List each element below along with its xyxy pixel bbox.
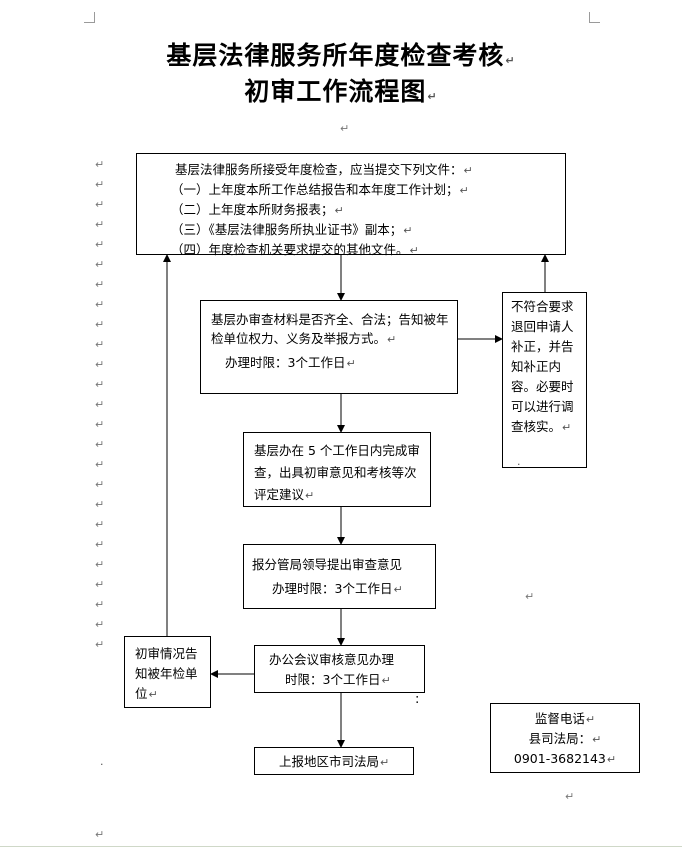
initial-review-box: 基层办在 5 个工作日内完成审查，出具初审意见和考核等次评定建议↵	[243, 432, 431, 507]
reject-return-box: 不符合要求退回申请人补正，并告知补正内容。必要时可以进行调查核实。↵	[502, 292, 587, 468]
meeting-text: 办公会议审核意见办理	[269, 652, 395, 667]
contact-org: 县司法局：↵	[528, 731, 602, 746]
paragraph-mark: ↵	[95, 498, 105, 511]
paragraph-mark: ↵	[387, 333, 397, 346]
paragraph-mark: ↵	[505, 54, 516, 67]
paragraph-mark: ↵	[95, 398, 105, 411]
paragraph-mark: ↵	[95, 538, 105, 551]
paragraph-mark: ↵	[95, 828, 105, 841]
title-line-2: 初审工作流程图	[244, 77, 427, 106]
review-time: 办理时限：3个工作日↵	[225, 355, 356, 370]
page-subtitle: 初审工作流程图↵	[0, 72, 682, 108]
paragraph-mark: ↵	[95, 418, 105, 431]
stray-mark: .	[517, 455, 521, 468]
paragraph-mark: ↵	[562, 421, 572, 434]
submission-item: （二）上年度本所财务报表；↵	[171, 202, 344, 217]
submission-documents-box: 基层法律服务所接受年度检查，应当提交下列文件：↵ （一）上年度本所工作总结报告和…	[136, 153, 566, 257]
contact-phone: 0901-3682143↵	[513, 751, 617, 766]
paragraph-mark: ↵	[409, 244, 419, 257]
paragraph-mark: ↵	[95, 338, 105, 351]
leader-opinion-box: 报分管局领导提出审查意见 办理时限：3个工作日↵	[243, 544, 436, 609]
paragraph-mark: ↵	[334, 204, 344, 217]
review-materials-box: 基层办审查材料是否齐全、合法；告知被年检单位权力、义务及举报方式。↵ 办理时限：…	[200, 300, 458, 394]
review-text: 基层办审查材料是否齐全、合法；告知被年检单位权力、义务及举报方式。↵	[211, 312, 449, 346]
paragraph-mark: ↵	[95, 318, 105, 331]
paragraph-mark: ↵	[393, 583, 403, 596]
paragraph-mark: ↵	[95, 598, 105, 611]
paragraph-mark: ↵	[381, 674, 391, 687]
paragraph-mark: ↵	[148, 688, 158, 701]
paragraph-mark: ↵	[95, 358, 105, 371]
paragraph-mark: ↵	[592, 733, 602, 746]
paragraph-mark: ↵	[95, 378, 105, 391]
paragraph-mark: ↵	[606, 753, 617, 766]
paragraph-mark: ↵	[427, 90, 438, 103]
submission-item: （四）年度检查机关要求提交的其他文件。↵	[171, 242, 419, 257]
paragraph-mark: ↵	[525, 590, 535, 603]
paragraph-mark: ↵	[95, 438, 105, 451]
paragraph-mark: ↵	[95, 258, 105, 271]
paragraph-mark: ↵	[95, 638, 105, 651]
paragraph-mark: ↵	[95, 278, 105, 291]
reject-text: 不符合要求退回申请人补正，并告知补正内容。必要时可以进行调查核实。↵	[511, 299, 574, 434]
stray-mark: :	[415, 692, 420, 707]
paragraph-mark: ↵	[95, 618, 105, 631]
meeting-time: 时限：3个工作日↵	[285, 672, 391, 687]
paragraph-mark: ↵	[95, 238, 105, 251]
paragraph-mark: ↵	[340, 122, 350, 135]
paragraph-mark: ↵	[463, 164, 473, 177]
paragraph-mark: ↵	[459, 184, 469, 197]
report-text: 上报地区市司法局↵	[279, 754, 390, 769]
submission-item: （三）《基层法律服务所执业证书》副本；↵	[171, 222, 413, 237]
paragraph-mark: ↵	[95, 578, 105, 591]
paragraph-mark: ↵	[95, 158, 105, 171]
crop-mark-top-right	[589, 12, 600, 23]
leader-text: 报分管局领导提出审查意见	[252, 557, 403, 572]
paragraph-mark: ↵	[565, 790, 575, 803]
notify-text: 初审情况告知被年检单位↵	[135, 646, 198, 701]
paragraph-mark: ↵	[380, 756, 390, 769]
submission-items: （一）上年度本所工作总结报告和本年度工作计划；↵ （二）上年度本所财务报表；↵ （三…	[171, 180, 565, 260]
paragraph-mark: ↵	[95, 198, 105, 211]
paragraph-mark: ↵	[95, 218, 105, 231]
paragraph-mark: ↵	[346, 357, 356, 370]
paragraph-mark: ↵	[95, 458, 105, 471]
submission-intro: 基层法律服务所接受年度检查，应当提交下列文件：↵	[175, 162, 473, 177]
paragraph-mark: ↵	[95, 518, 105, 531]
page-title: 基层法律服务所年度检查考核↵	[0, 36, 682, 72]
contact-label: 监督电话↵	[534, 711, 596, 726]
paragraph-mark: ↵	[95, 178, 105, 191]
paragraph-mark: ↵	[585, 713, 596, 726]
crop-mark-top-left	[84, 12, 95, 23]
leader-time: 办理时限：3个工作日↵	[272, 581, 403, 596]
paragraph-mark: ↵	[95, 298, 105, 311]
paragraph-mark: ↵	[305, 489, 315, 502]
submission-item: （一）上年度本所工作总结报告和本年度工作计划；↵	[171, 182, 469, 197]
title-line-1: 基层法律服务所年度检查考核	[166, 41, 505, 70]
stray-mark: .	[100, 755, 104, 768]
notify-unit-box: 初审情况告知被年检单位↵	[124, 636, 211, 708]
supervision-contact-box: 监督电话↵ 县司法局：↵ 0901-3682143↵	[490, 703, 640, 773]
paragraph-mark: ↵	[95, 478, 105, 491]
page-bottom-rule	[0, 846, 682, 847]
report-city-bureau-box: 上报地区市司法局↵	[254, 747, 414, 775]
paragraph-mark: ↵	[95, 558, 105, 571]
initial-review-text: 基层办在 5 个工作日内完成审查，出具初审意见和考核等次评定建议↵	[254, 443, 420, 502]
office-meeting-box: 办公会议审核意见办理 时限：3个工作日↵	[254, 645, 425, 693]
paragraph-mark: ↵	[403, 224, 413, 237]
